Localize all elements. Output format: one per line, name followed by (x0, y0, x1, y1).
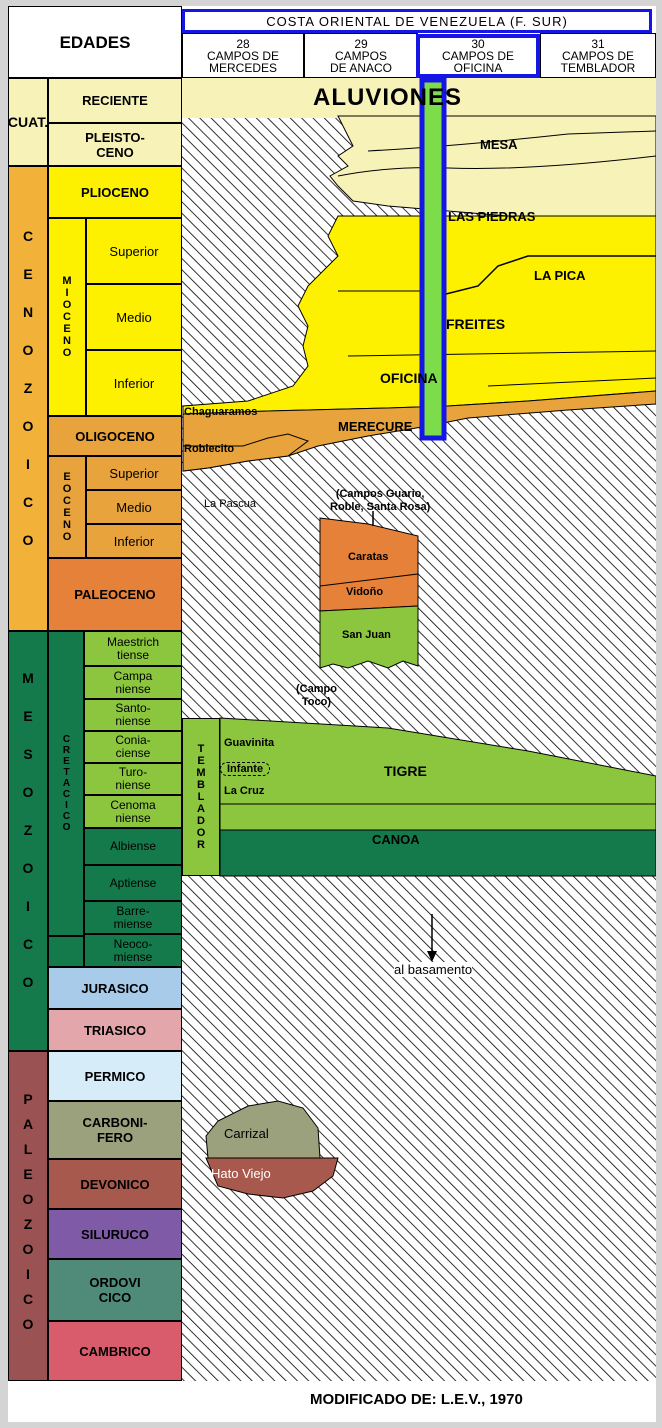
label-al-basamento: al basamento (394, 962, 472, 977)
edades-header: EDADES (8, 6, 182, 78)
label-campos-guario: (Campos Guario,Roble, Santa Rosa) (330, 488, 430, 514)
label-merecure: MERECURE (338, 419, 412, 434)
age-santoniense: Santo-niense (84, 699, 182, 731)
label-la-pascua: La Pascua (204, 498, 256, 510)
age-cambrico: CAMBRICO (48, 1321, 182, 1381)
subdivision-mioceno: MIOCENO (48, 218, 86, 416)
age-siluruco: SILURUCO (48, 1209, 182, 1259)
label-tigre: TIGRE (384, 763, 427, 779)
label-chaguaramos: Chaguaramos (184, 406, 257, 418)
label-las-piedras: LAS PIEDRAS (448, 209, 535, 224)
age-oligoceno: OLIGOCENO (48, 416, 182, 456)
canoa-layer (220, 830, 656, 876)
age-albiense: Albiense (84, 828, 182, 865)
era-cuaternario: CUAT. (8, 78, 48, 166)
age-jurasico: JURASICO (48, 967, 182, 1009)
era-paleozoico: PALEOZOICO (8, 1051, 48, 1381)
subdivision-eoceno: EOCENO (48, 456, 86, 558)
era-mesozoico: MESOZOICO (8, 631, 48, 1051)
age-carbonifero: CARBONI-FERO (48, 1101, 182, 1159)
label-hato-viejo: Hato Viejo (211, 1166, 271, 1181)
age-mioceno-medio: Medio (86, 284, 182, 350)
label-caratas: Caratas (348, 551, 388, 563)
label-oficina: OFICINA (380, 370, 438, 386)
age-neocomiense: Neoco-miense (84, 934, 182, 967)
label-la-cruz: La Cruz (224, 785, 264, 797)
tigre-lower-layer (220, 804, 656, 830)
age-permico: PERMICO (48, 1051, 182, 1101)
age-reciente: RECIENTE (48, 78, 182, 123)
age-pleistoceno: PLEISTO-CENO (48, 123, 182, 166)
cretacico-lower-cell (48, 936, 84, 967)
age-eoceno-medio: Medio (86, 490, 182, 524)
age-eoceno-inferior: Inferior (86, 524, 182, 558)
label-guavinita: Guavinita (224, 737, 274, 749)
label-carrizal: Carrizal (224, 1126, 269, 1141)
mesa-layer (330, 116, 656, 216)
age-aptiense: Aptiense (84, 865, 182, 901)
age-mioceno-superior: Superior (86, 218, 182, 284)
label-freites: FREITES (446, 316, 505, 332)
age-barremiense: Barre-miense (84, 901, 182, 934)
label-roblecito: Roblecito (184, 443, 234, 455)
label-infante: Infante (220, 762, 270, 776)
age-coniaciense: Conia-ciense (84, 731, 182, 763)
age-paleoceno: PALEOCENO (48, 558, 182, 631)
label-vidono: Vidoño (346, 586, 383, 598)
age-plioceno: PLIOCENO (48, 166, 182, 218)
region-title: COSTA ORIENTAL DE VENEZUELA (F. SUR) (182, 9, 652, 33)
label-mesa: MESA (480, 137, 518, 152)
era-cenozoico: CENOZOICO (8, 166, 48, 631)
label-canoa: CANOA (372, 832, 420, 847)
age-turoniense: Turo-niense (84, 763, 182, 795)
label-aluviones: ALUVIONES (313, 84, 462, 112)
age-mioceno-inferior: Inferior (86, 350, 182, 416)
age-eoceno-superior: Superior (86, 456, 182, 490)
age-devonico: DEVONICO (48, 1159, 182, 1209)
label-san-juan: San Juan (342, 629, 391, 641)
stratigraphic-chart: EDADES COSTA ORIENTAL DE VENEZUELA (F. S… (8, 6, 656, 1422)
age-triasico: TRIASICO (48, 1009, 182, 1051)
label-la-pica: LA PICA (534, 268, 586, 283)
subdivision-temblador: TEMBLADOR (182, 718, 220, 876)
subdivision-cretacico: CRETACICO (48, 631, 84, 936)
footer-credit: MODIFICADO DE: L.E.V., 1970 (310, 1391, 523, 1408)
